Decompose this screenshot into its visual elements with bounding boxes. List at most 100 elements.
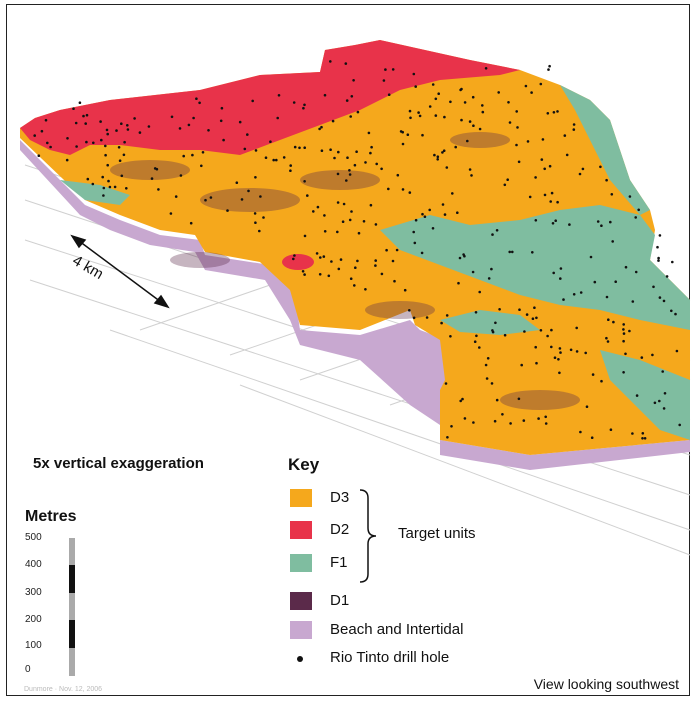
drill-hole	[298, 146, 301, 150]
drill-hole	[607, 318, 610, 322]
drill-hole	[102, 194, 105, 197]
drill-hole	[450, 425, 453, 428]
key-label-drill-hole: Rio Tinto drill hole	[330, 649, 450, 666]
drill-hole	[599, 165, 602, 169]
drill-hole	[303, 180, 306, 183]
drill-hole	[478, 127, 482, 131]
drill-hole	[153, 167, 157, 170]
drill-hole	[408, 109, 412, 113]
drill-hole	[333, 156, 336, 160]
key-label-d3: D3	[330, 489, 350, 506]
drill-hole	[590, 436, 594, 440]
drill-hole	[605, 295, 609, 299]
drill-hole	[120, 174, 124, 178]
drill-hole	[350, 210, 353, 213]
drill-hole	[339, 258, 343, 261]
scale-tick: 500	[25, 532, 42, 543]
drill-hole	[472, 124, 475, 127]
drill-hole	[323, 230, 327, 233]
drill-hole	[40, 129, 44, 133]
d2-unit-area	[20, 40, 520, 155]
drill-hole	[345, 99, 349, 102]
drill-hole	[303, 234, 307, 238]
drill-hole	[569, 348, 573, 352]
drill-hole	[446, 436, 449, 439]
credit-text: Dunmore · Nov. 12, 2006	[24, 686, 103, 693]
drill-hole	[319, 256, 322, 259]
drill-hole	[84, 122, 87, 125]
drill-hole	[99, 120, 102, 123]
drill-hole	[556, 110, 559, 113]
drill-hole	[238, 120, 242, 124]
drill-hole	[531, 317, 535, 321]
drill-hole	[346, 156, 349, 159]
drill-hole	[349, 277, 353, 281]
drill-hole	[412, 230, 416, 234]
drill-hole	[220, 106, 224, 110]
drill-hole	[497, 91, 501, 94]
drill-hole	[126, 124, 129, 127]
drill-hole	[138, 131, 142, 134]
drill-hole	[652, 285, 655, 289]
drill-hole	[531, 251, 534, 254]
drill-hole	[235, 181, 239, 184]
drill-hole	[508, 250, 512, 254]
scale-tick: 300	[25, 587, 42, 598]
drill-hole	[91, 182, 95, 186]
drill-hole	[434, 97, 438, 101]
drill-hole	[475, 334, 478, 338]
drill-hole	[364, 288, 367, 291]
drill-hole	[490, 267, 493, 271]
drill-hole	[187, 123, 191, 127]
drill-hole	[115, 129, 118, 132]
drill-hole	[609, 220, 612, 224]
drill-hole	[258, 229, 261, 233]
drill-hole	[356, 110, 360, 114]
drill-hole	[628, 329, 631, 333]
drill-hole	[653, 401, 657, 405]
drill-hole	[658, 234, 662, 237]
drill-hole	[380, 272, 384, 276]
drill-hole	[605, 178, 608, 182]
drill-hole	[105, 128, 109, 132]
drill-hole	[552, 111, 556, 114]
drill-hole	[303, 146, 307, 149]
drill-hole	[207, 129, 210, 132]
drill-hole	[348, 169, 351, 172]
drill-hole	[345, 179, 348, 182]
f1-unit-area-northeast	[560, 85, 650, 215]
drill-hole	[575, 326, 578, 330]
drill-hole	[463, 101, 467, 104]
drill-hole	[515, 143, 518, 147]
drill-hole	[421, 212, 424, 216]
drill-hole	[485, 377, 489, 380]
drill-hole	[457, 281, 460, 285]
drill-hole	[243, 147, 247, 151]
d1-texture	[110, 132, 580, 410]
drill-hole	[364, 161, 367, 164]
f1-unit-area-east	[380, 205, 690, 330]
drill-hole	[520, 363, 523, 367]
drill-hole	[382, 79, 386, 82]
drill-hole	[414, 218, 418, 222]
drill-hole	[349, 115, 353, 118]
drill-hole	[612, 320, 615, 324]
drill-hole	[433, 153, 436, 157]
drill-hole	[74, 121, 78, 125]
drill-hole	[548, 164, 552, 168]
drill-hole	[406, 133, 410, 136]
drill-hole	[362, 220, 366, 223]
drill-hole	[316, 205, 320, 209]
drill-hole	[409, 116, 412, 120]
drill-hole	[517, 160, 521, 164]
drill-hole	[540, 158, 544, 161]
key-title: Key	[288, 455, 320, 474]
drill-hole	[572, 293, 576, 296]
key-label-d2: D2	[330, 521, 350, 538]
drill-hole	[200, 164, 203, 168]
drill-hole	[537, 417, 540, 420]
drill-hole	[474, 311, 478, 314]
drill-hole	[370, 145, 373, 149]
drill-hole	[126, 128, 130, 131]
drill-hole	[526, 140, 530, 143]
